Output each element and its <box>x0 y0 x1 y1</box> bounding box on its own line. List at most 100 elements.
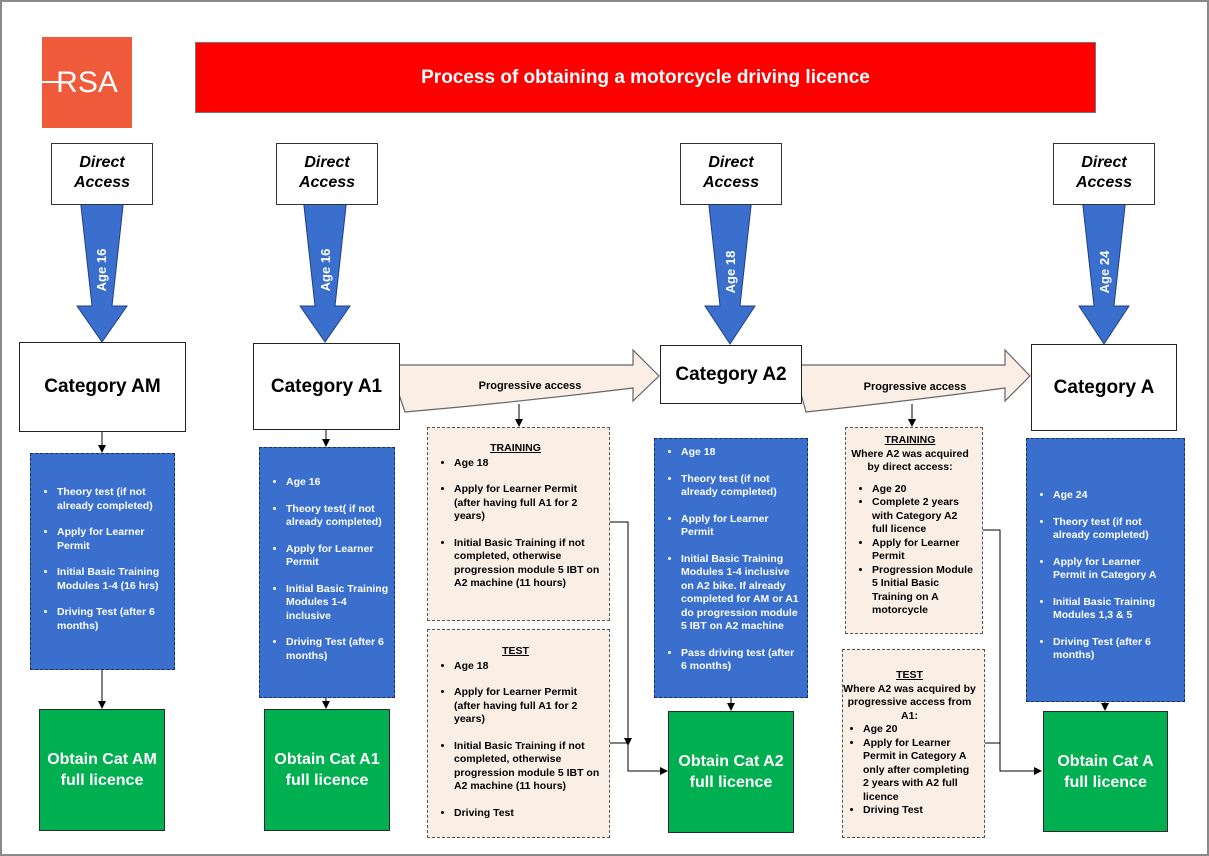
training-item: Age 20 <box>872 483 974 497</box>
test-list-a1-a2: Age 18 Apply for Learner Permit (after h… <box>428 660 603 821</box>
progressive-arrow-a2-a <box>792 348 1031 413</box>
category-a2-label: Category A2 <box>675 363 787 385</box>
test-item: Age 20 <box>863 723 976 737</box>
obtain-a2-box: Obtain Cat A2 full licence <box>668 711 794 833</box>
requirements-box-am: Theory test (if not already completed) A… <box>30 453 175 670</box>
training-title: TRAINING <box>884 434 936 446</box>
requirement-item: Apply for Learner Permit <box>57 526 168 553</box>
category-am-label: Category AM <box>44 376 161 397</box>
requirement-item: Age 18 <box>681 446 799 460</box>
page-title: Process of obtaining a motorcycle drivin… <box>421 66 870 88</box>
direct-access-line1: Direct <box>304 154 350 171</box>
requirement-item: Theory test (if not already completed) <box>681 473 799 500</box>
progressive-access-label-a2-a: Progressive access <box>863 381 967 393</box>
obtain-a1-box: Obtain Cat A1 full licence <box>264 709 390 831</box>
requirement-item: Initial Basic Training Modules 1-4 (16 h… <box>57 566 168 593</box>
progressive-access-label-a1-a2: Progressive access <box>478 380 582 392</box>
test-item: Driving Test <box>863 804 976 818</box>
training-title: TRAINING <box>490 442 541 454</box>
direct-access-line2: Access <box>298 174 356 191</box>
test-box-a2-a: TEST Where A2 was acquired by progressiv… <box>842 649 985 838</box>
requirements-list-a2: Age 18 Theory test (if not already compl… <box>655 446 799 674</box>
age-arrow-a <box>1078 196 1130 345</box>
training-subtitle: Where A2 was acquired by direct access: <box>851 447 969 474</box>
training-list-a2-a: Age 20 Complete 2 years with Category A2… <box>846 483 974 618</box>
test-item: Apply for Learner Permit in Category A o… <box>863 737 976 805</box>
requirement-item: Pass driving test (after 6 months) <box>681 647 799 674</box>
requirements-box-a2: Age 18 Theory test (if not already compl… <box>654 438 808 698</box>
obtain-a2-label: Obtain Cat A2 full licence <box>678 753 784 791</box>
training-item: Initial Basic Training if not completed,… <box>454 537 603 591</box>
requirement-item: Age 24 <box>1053 489 1176 503</box>
training-item: Apply for Learner Permit <box>872 537 974 564</box>
requirement-item: Apply for Learner Permit in Category A <box>1053 556 1176 583</box>
training-item: Age 18 <box>454 457 603 471</box>
test-subtitle: Where A2 was acquired by progressive acc… <box>843 682 976 722</box>
requirements-list-a1: Age 16 Theory test( if not already compl… <box>260 476 390 663</box>
requirement-item: Theory test( if not already completed) <box>286 503 390 530</box>
training-box-a1-a2: TRAINING Age 18 Apply for Learner Permit… <box>427 427 610 621</box>
requirements-list-am: Theory test (if not already completed) A… <box>31 486 168 633</box>
logo-text: RSA <box>56 65 118 99</box>
direct-access-line2: Access <box>1075 174 1133 191</box>
requirement-item: Driving Test (after 6 months) <box>286 636 390 663</box>
age-arrow-a1 <box>299 196 351 343</box>
direct-access-line1: Direct <box>1081 154 1127 171</box>
direct-access-box-a2: Direct Access <box>680 143 782 205</box>
title-banner: Process of obtaining a motorcycle drivin… <box>195 42 1096 113</box>
age-label-a1: Age 16 <box>318 248 333 292</box>
requirement-item: Initial Basic Training Modules 1-4 inclu… <box>286 583 390 624</box>
requirement-item: Initial Basic Training Modules 1-4 inclu… <box>681 553 799 634</box>
direct-access-line1: Direct <box>708 154 754 171</box>
direct-access-line2: Access <box>73 174 131 191</box>
requirement-item: Apply for Learner Permit <box>681 513 799 540</box>
obtain-am-label: Obtain Cat AM full licence <box>47 751 157 789</box>
requirement-item: Theory test (if not already completed) <box>1053 516 1176 543</box>
category-a-box: Category A <box>1031 344 1177 431</box>
test-item: Apply for Learner Permit (after having f… <box>454 686 603 727</box>
direct-access-box-a1: Direct Access <box>276 143 378 205</box>
test-item: Initial Basic Training if not completed,… <box>454 740 603 794</box>
requirement-item: Theory test (if not already completed) <box>57 486 168 513</box>
training-box-a2-a: TRAINING Where A2 was acquired by direct… <box>845 427 983 634</box>
direct-access-line2: Access <box>702 174 760 191</box>
test-title: TEST <box>502 645 529 657</box>
category-a2-box: Category A2 <box>660 345 802 404</box>
test-item: Driving Test <box>454 807 603 821</box>
test-box-a1-a2: TEST Age 18 Apply for Learner Permit (af… <box>427 629 610 838</box>
obtain-a-label: Obtain Cat A full licence <box>1057 752 1154 791</box>
rsa-logo: RSA <box>42 37 132 128</box>
progressive-arrow-a1-a2 <box>388 348 660 413</box>
requirement-item: Driving Test (after 6 months) <box>57 606 168 633</box>
category-a1-box: Category A1 <box>253 343 400 430</box>
direct-access-box-am: Direct Access <box>51 143 153 205</box>
requirement-item: Driving Test (after 6 months) <box>1053 636 1176 663</box>
training-item: Complete 2 years with Category A2 full l… <box>872 496 974 537</box>
obtain-a1-label: Obtain Cat A1 full licence <box>274 751 380 789</box>
requirements-list-a: Age 24 Theory test (if not already compl… <box>1027 489 1176 663</box>
test-item: Age 18 <box>454 660 603 674</box>
requirements-box-a1: Age 16 Theory test( if not already compl… <box>259 447 395 698</box>
age-label-a: Age 24 <box>1097 250 1112 294</box>
category-am-box: Category AM <box>19 342 186 432</box>
age-arrow-am <box>76 196 128 343</box>
category-a-label: Category A <box>1053 376 1155 398</box>
obtain-a-box: Obtain Cat A full licence <box>1043 711 1168 832</box>
test-title: TEST <box>896 669 923 681</box>
requirement-item: Age 16 <box>286 476 390 490</box>
category-a1-label: Category A1 <box>270 375 383 397</box>
training-item: Apply for Learner Permit (after having f… <box>454 483 603 524</box>
direct-access-box-a: Direct Access <box>1053 143 1155 205</box>
requirements-box-a: Age 24 Theory test (if not already compl… <box>1026 438 1185 702</box>
age-label-a2: Age 18 <box>723 250 738 294</box>
training-item: Progression Module 5 Initial Basic Train… <box>872 564 974 618</box>
age-arrow-a2 <box>704 196 756 345</box>
obtain-am-box: Obtain Cat AM full licence <box>39 709 165 831</box>
requirement-item: Initial Basic Training Modules 1,3 & 5 <box>1053 596 1176 623</box>
direct-access-line1: Direct <box>79 154 125 171</box>
requirement-item: Apply for Learner Permit <box>286 543 390 570</box>
test-list-a2-a: Age 20 Apply for Learner Permit in Categ… <box>843 723 976 818</box>
training-list-a1-a2: Age 18 Apply for Learner Permit (after h… <box>428 457 603 591</box>
